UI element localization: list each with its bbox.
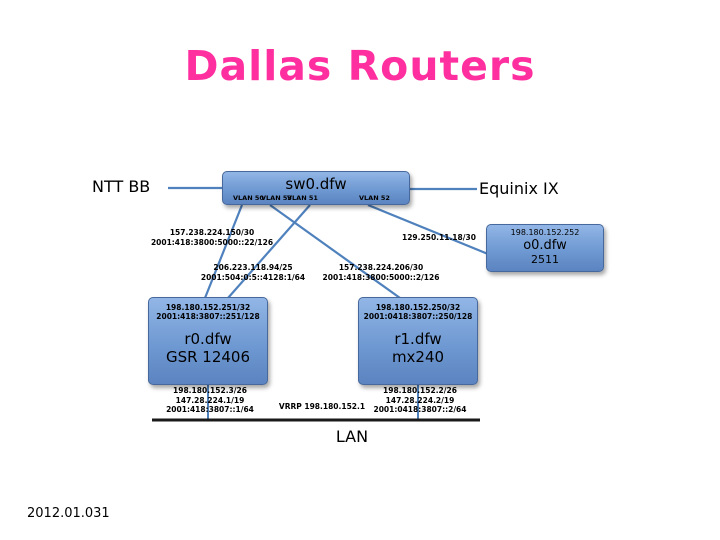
r0-name: r0.dfw xyxy=(184,330,232,348)
r1-lan-v6: 2001:0418:3807::2/64 xyxy=(373,405,467,414)
link-sw0-r1-vlan53 xyxy=(269,204,401,299)
r0-loopback-v4: 198.180.152.251/32 xyxy=(165,303,251,312)
equinix-link-v6: 2001:504:0:5::4128:1/64 xyxy=(200,272,306,282)
vlan-50-label: VLAN 50 xyxy=(233,194,264,202)
link-sw0-r0-vlan51 xyxy=(227,204,311,299)
console-server-name: o0.dfw xyxy=(523,238,567,253)
r0-model: GSR 12406 xyxy=(165,348,251,366)
link-sw0-o0-vlan52 xyxy=(367,203,489,256)
r1-lan-v4b: 147.28.224.2/19 xyxy=(385,395,455,405)
r0-lan-addresses: 198.180.152.3/26 147.28.224.1/19 2001:41… xyxy=(150,386,270,415)
vlan-row: VLAN 50 VLAN 53 VLAN 51 VLAN 52 xyxy=(223,194,409,202)
ntt-r0-link-label: 157.238.224.150/30 2001:418:3800:5000::2… xyxy=(148,228,276,247)
ntt-r1-link-v4: 157.238.224.206/30 xyxy=(338,263,424,272)
ntt-r1-link-label: 157.238.224.206/30 2001:418:3800:5000::2… xyxy=(317,263,445,282)
r1-loopback-v6: 2001:0418:3807::250/128 xyxy=(363,312,473,321)
ntt-bb-label: NTT BB xyxy=(92,177,151,196)
vlan-51-label: VLAN 51 xyxy=(287,194,318,202)
equinix-link-v4: 206.223.118.94/25 xyxy=(213,263,293,272)
console-server-model: 2511 xyxy=(531,253,559,266)
r0-lan-v6: 2001:418:3807::1/64 xyxy=(166,405,254,414)
vrrp-label: VRRP 198.180.152.1 xyxy=(278,402,366,411)
console-link-v4: 129.250.11.18/30 xyxy=(402,233,476,242)
slide-footer-date: 2012.01.031 xyxy=(27,506,110,521)
r0-lan-v4: 198.180.152.3/26 xyxy=(173,386,247,395)
r1-name: r1.dfw xyxy=(394,330,442,348)
ntt-r0-link-v4: 157.238.224.150/30 xyxy=(169,228,255,237)
console-server-ip: 198.180.152.252 xyxy=(510,228,580,237)
switch-sw0-box: sw0.dfw VLAN 50 VLAN 53 VLAN 51 VLAN 52 xyxy=(222,171,410,205)
slide-title: Dallas Routers xyxy=(184,42,536,90)
router-r1-box: 198.180.152.250/32 2001:0418:3807::250/1… xyxy=(358,297,478,385)
equinix-ix-label: Equinix IX xyxy=(479,179,559,198)
console-link-label: 129.250.11.18/30 xyxy=(402,233,476,243)
ntt-r0-link-v6: 2001:418:3800:5000::22/126 xyxy=(150,237,274,247)
ntt-r1-link-v6: 2001:418:3800:5000::2/126 xyxy=(322,272,440,282)
r0-loopback-v6: 2001:418:3807::251/128 xyxy=(156,312,260,321)
vlan-52-label: VLAN 52 xyxy=(359,194,390,202)
r0-lan-v4b: 147.28.224.1/19 xyxy=(175,395,245,405)
router-r0-box: 198.180.152.251/32 2001:418:3807::251/12… xyxy=(148,297,268,385)
vlan-53-label: VLAN 53 xyxy=(261,194,292,202)
lan-label: LAN xyxy=(335,427,369,446)
r1-model: mx240 xyxy=(391,348,445,366)
console-server-o0-box: 198.180.152.252 o0.dfw 2511 xyxy=(486,224,604,272)
r1-lan-addresses: 198.180.152.2/26 147.28.224.2/19 2001:04… xyxy=(360,386,480,415)
switch-name: sw0.dfw xyxy=(285,175,347,193)
r1-loopback-v4: 198.180.152.250/32 xyxy=(375,303,461,312)
r1-lan-v4: 198.180.152.2/26 xyxy=(383,386,457,395)
link-sw0-r0-vlan50 xyxy=(203,204,244,299)
equinix-link-label: 206.223.118.94/25 2001:504:0:5::4128:1/6… xyxy=(190,263,316,282)
